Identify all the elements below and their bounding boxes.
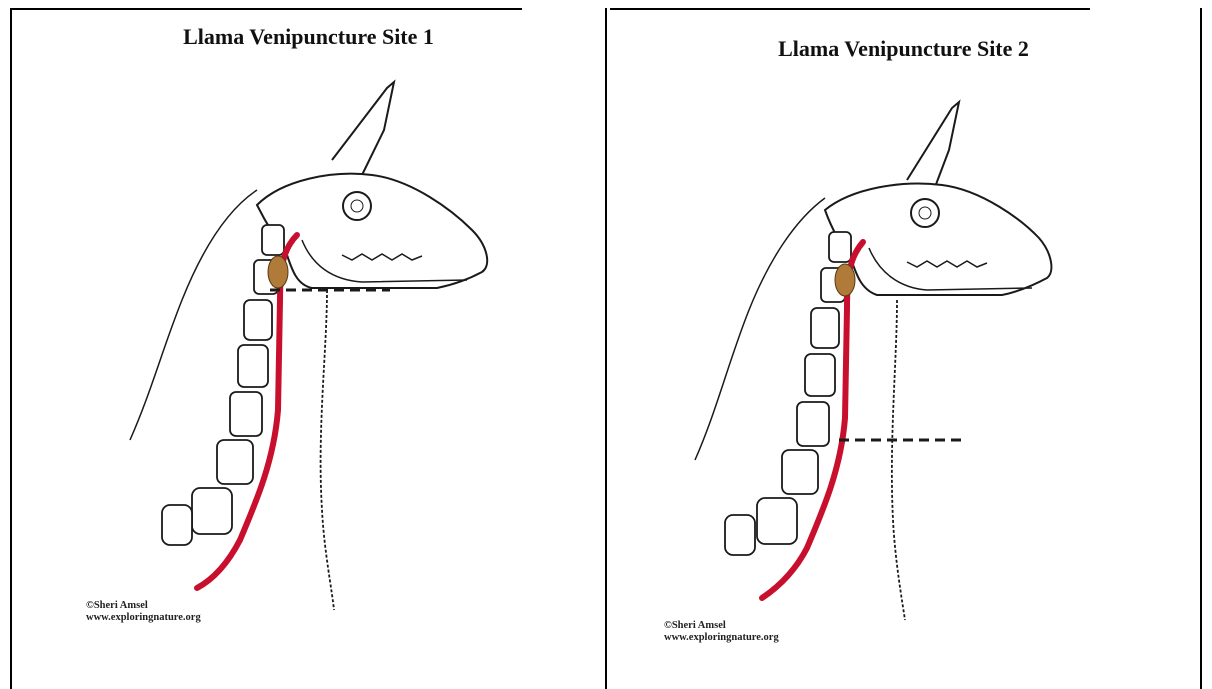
salivary-gland <box>268 256 288 288</box>
llama-skeleton-illustration <box>607 10 1200 689</box>
website: www.exploringnature.org <box>664 632 779 644</box>
front-of-neck-outline <box>892 300 905 620</box>
cervical-vertebrae <box>725 232 851 555</box>
salivary-gland <box>835 264 855 296</box>
eye-socket <box>911 199 939 227</box>
eye-socket <box>343 192 371 220</box>
table-right-border <box>1200 8 1202 689</box>
credit: ©Sheri Amsel www.exploringnature.org <box>86 600 201 624</box>
copyright: ©Sheri Amsel <box>664 620 779 632</box>
panel-site-2: Llama Venipuncture Site 2 ©Sheri Amsel w… <box>607 10 1200 689</box>
cervical-vertebrae <box>162 225 284 545</box>
llama-skeleton-illustration <box>12 10 605 689</box>
front-of-neck-outline <box>321 290 334 610</box>
credit: ©Sheri Amsel www.exploringnature.org <box>664 620 779 644</box>
website: www.exploringnature.org <box>86 612 201 624</box>
llama-skull <box>257 174 487 288</box>
copyright: ©Sheri Amsel <box>86 600 201 612</box>
llama-skull <box>825 184 1051 295</box>
panel-site-1: Llama Venipuncture Site 1 <box>12 10 605 689</box>
llama-ear <box>332 82 394 175</box>
llama-ear <box>907 102 959 195</box>
